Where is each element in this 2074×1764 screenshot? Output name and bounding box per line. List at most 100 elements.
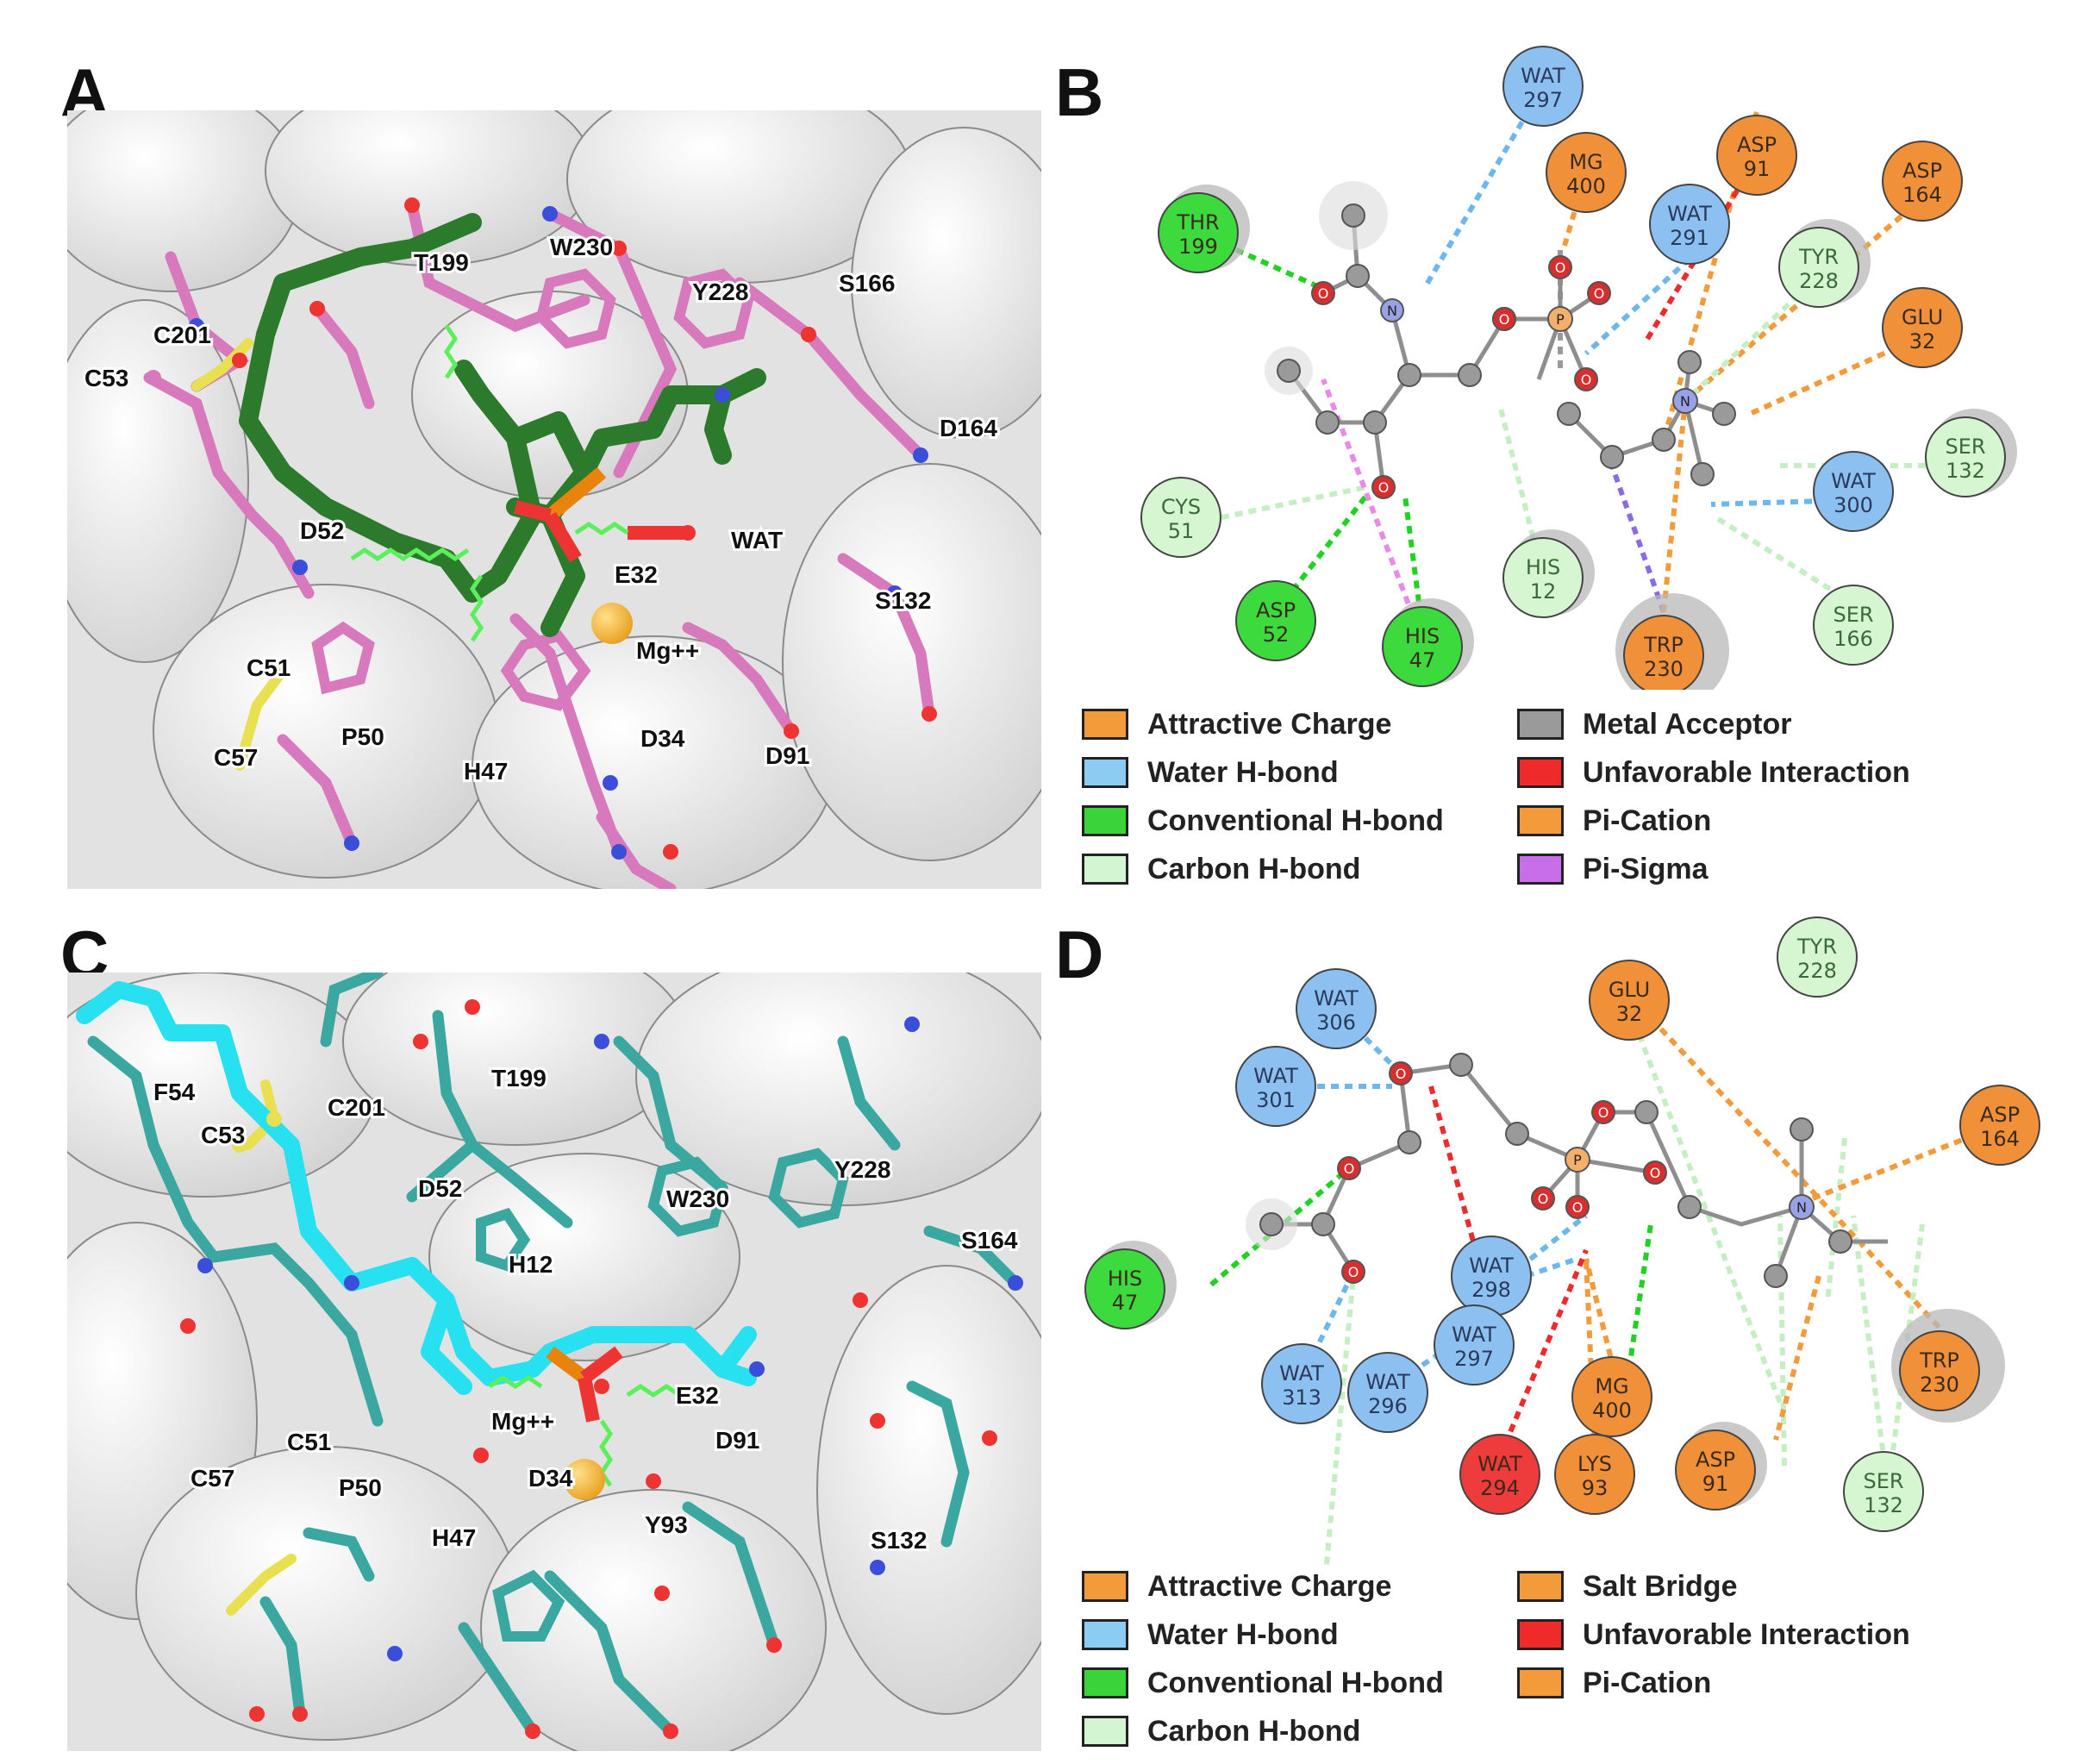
legend-swatch xyxy=(1517,854,1564,885)
residue-name: TRP xyxy=(1643,633,1684,657)
legend-item-carbon-h-bond: Carbon H-bond xyxy=(1082,852,1360,886)
label-c201: C201 xyxy=(153,322,211,348)
residue-number: 306 xyxy=(1316,1010,1356,1035)
residue-name: SER xyxy=(1863,1469,1903,1493)
residue-number: 47 xyxy=(1409,648,1436,672)
legend-label: Carbon H-bond xyxy=(1147,1714,1361,1748)
residue-name: TYR xyxy=(1796,935,1837,959)
residue-name: WAT xyxy=(1831,469,1876,493)
residue-name: ASP xyxy=(1737,133,1777,157)
panel-c-structure: F54 C201 T199 C53 D52 W230 Y228 S164 H12… xyxy=(67,973,1041,1751)
legend-label: Pi-Cation xyxy=(1583,804,1712,837)
hbonds-a xyxy=(350,324,629,642)
label-p50: P50 xyxy=(341,723,384,750)
residue-number: 93 xyxy=(1582,1476,1609,1500)
legend-label: Salt Bridge xyxy=(1583,1569,1738,1603)
legend-label: Water H-bond xyxy=(1147,755,1339,789)
residue-sticks-c xyxy=(87,973,1021,1737)
svg-text:N: N xyxy=(1680,393,1690,410)
residue-name: GLU xyxy=(1902,305,1943,329)
heteroatoms-b: O N O P O O O O N xyxy=(1311,255,1698,499)
phosphate-c xyxy=(546,1346,623,1423)
label-y228: Y228 xyxy=(692,278,748,305)
residue-number: 132 xyxy=(1864,1493,1903,1517)
residue-number: 291 xyxy=(1670,226,1709,250)
residue-number: 230 xyxy=(1920,1373,1959,1397)
label-w230: W230 xyxy=(550,234,613,260)
residue-name: CYS xyxy=(1161,495,1201,519)
residue-name: WAT xyxy=(1279,1361,1324,1386)
panel-d-diagram: O O O O P O O O N WAT306GLU32TYR228WAT30… xyxy=(1084,916,2040,1569)
residue-number: 91 xyxy=(1702,1472,1729,1496)
label-e32: E32 xyxy=(615,561,658,588)
legend-label: Unfavorable Interaction xyxy=(1583,755,1910,789)
legend-swatch xyxy=(1517,1571,1564,1602)
atoms-c xyxy=(180,999,1023,1739)
legend-item-conventional-h-bond: Conventional H-bond xyxy=(1082,804,1444,838)
legend-swatch xyxy=(1082,709,1128,740)
label-s132: S132 xyxy=(875,587,931,614)
label-p50: P50 xyxy=(339,1474,382,1501)
residue-name: HIS xyxy=(1405,624,1440,648)
label-t199: T199 xyxy=(491,1065,547,1092)
residue-name: HIS xyxy=(1526,555,1560,579)
residue-number: 400 xyxy=(1592,1398,1632,1423)
residue-number: 294 xyxy=(1480,1476,1520,1500)
residue-number: 297 xyxy=(1454,1347,1494,1371)
labels-c: F54 C201 T199 C53 D52 W230 Y228 S164 H12… xyxy=(151,1062,1021,1556)
residue-name: SER xyxy=(1945,435,1985,459)
mg-ion-sphere xyxy=(591,603,633,644)
svg-text:O: O xyxy=(1555,260,1566,276)
residue-number: 32 xyxy=(1909,329,1936,353)
label-d164: D164 xyxy=(940,415,997,441)
legend-swatch xyxy=(1517,709,1564,740)
rings-c xyxy=(476,1148,849,1642)
label-h47: H47 xyxy=(464,758,508,785)
label-c51: C51 xyxy=(287,1429,331,1455)
legend-label: Conventional H-bond xyxy=(1147,804,1444,837)
legend-swatch xyxy=(1082,854,1128,885)
panel-letter-d: D xyxy=(1055,916,1104,992)
svg-text:N: N xyxy=(1387,303,1397,319)
label-w230: W230 xyxy=(666,1185,729,1212)
ligand-c xyxy=(76,981,757,1395)
legend-swatch xyxy=(1082,1619,1128,1650)
legend-swatch xyxy=(1517,757,1564,788)
label-s132: S132 xyxy=(871,1527,927,1554)
panel-letter-b: B xyxy=(1055,54,1104,130)
legend-item-metal-acceptor: Metal Acceptor xyxy=(1517,707,1791,741)
residue-number: 296 xyxy=(1368,1394,1408,1418)
label-f54: F54 xyxy=(153,1079,196,1105)
panel-c-svg: F54 C201 T199 C53 D52 W230 Y228 S164 H12… xyxy=(67,973,1041,1751)
residue-name: ASP xyxy=(1902,159,1942,183)
legend-swatch xyxy=(1517,1667,1564,1698)
legend-label: Unfavorable Interaction xyxy=(1583,1617,1910,1651)
residue-name: WAT xyxy=(1521,64,1565,88)
residue-name: WAT xyxy=(1667,202,1712,226)
ligand-atoms-b xyxy=(1277,203,1736,486)
legend-label: Pi-Sigma xyxy=(1583,852,1709,885)
residue-name: MG xyxy=(1569,150,1602,174)
residue-number: 228 xyxy=(1797,959,1837,983)
svg-text:O: O xyxy=(1318,285,1329,302)
legend-item-unfavorable-interaction: Unfavorable Interaction xyxy=(1517,1617,1910,1652)
label-y228: Y228 xyxy=(834,1156,890,1183)
legend-swatch xyxy=(1517,1619,1564,1650)
